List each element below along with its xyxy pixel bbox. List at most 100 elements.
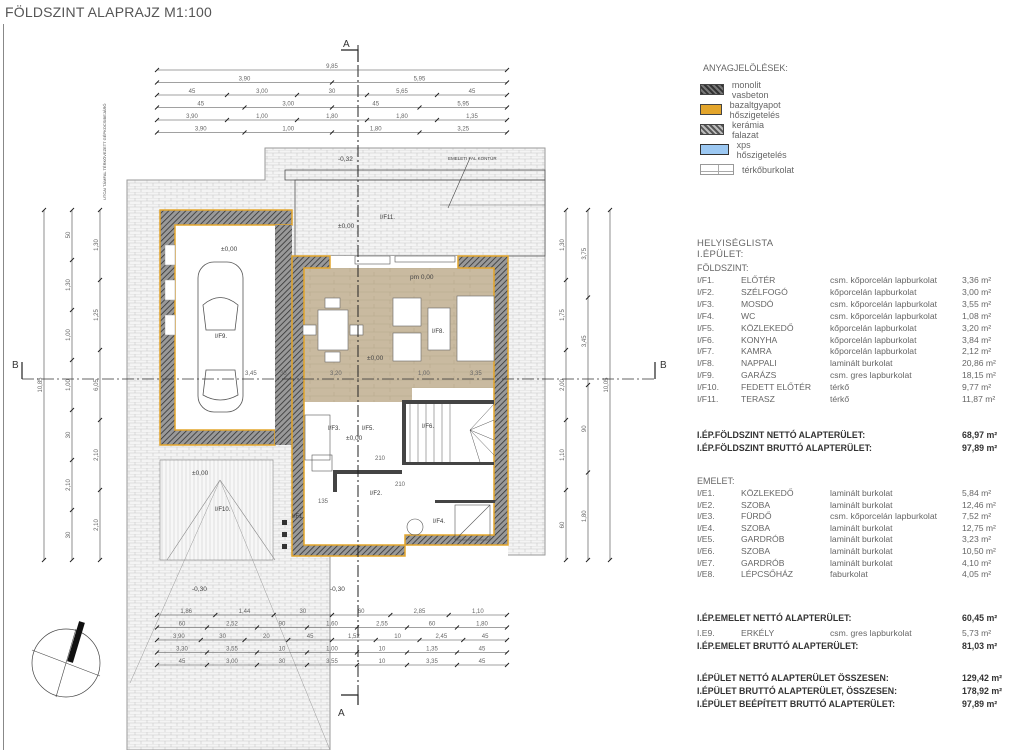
dimension-tick	[154, 625, 160, 630]
dimension-tick	[41, 557, 47, 563]
total-value: 60,45 m²	[962, 613, 998, 623]
room-code: I/E7.	[697, 557, 715, 568]
note-contour: EMELETI FAL KONTÚR	[448, 155, 497, 161]
room-code: I/F4.	[697, 310, 715, 321]
dimension-label: 1,35	[426, 647, 438, 653]
dimension-label: 3,45	[582, 335, 588, 347]
dimension-tick	[417, 105, 422, 110]
room-code: I/E2.	[697, 499, 715, 510]
room-name: KAMRA	[741, 346, 772, 357]
dimension-tick	[242, 130, 247, 135]
room-name: SZOBA	[741, 499, 771, 510]
dimension-tick	[329, 105, 335, 110]
dimension-label: 3,55	[326, 659, 338, 665]
dimension-tick	[154, 92, 160, 98]
total-label: I.ÉPÜLET BEÉPÍTETT BRUTTÓ ALAPTERÜLET:	[697, 699, 896, 709]
dimension-label: 3,00	[282, 102, 294, 108]
level-living-floor: pm 0,00	[410, 274, 434, 281]
north-arrow-icon	[31, 621, 101, 698]
dimension-tick	[364, 92, 370, 98]
stair-icon	[409, 403, 495, 463]
legend-title: ANYAGJELÖLÉSEK:	[703, 63, 788, 73]
section-line-a: A A	[338, 39, 359, 719]
dimension-label: 1,00	[256, 114, 268, 120]
room-code: I/E6.	[697, 546, 715, 556]
dimension-label: 30	[66, 531, 72, 538]
dimension-tick	[354, 625, 360, 630]
dimension-tick	[504, 625, 510, 630]
room-area: 9,77 m²	[962, 382, 992, 393]
interior-dimension-label: 3,20	[330, 371, 342, 377]
frame-border	[3, 24, 4, 750]
dimension-label: 1,80	[370, 127, 382, 133]
level-outside-left: -0,30	[192, 586, 207, 593]
dimension-label: 45	[197, 102, 204, 108]
total-value: 129,42 m²	[962, 673, 1003, 683]
room-code: I/E3.	[697, 511, 715, 522]
dimension-label: 1,00	[66, 329, 72, 341]
dimension-tick	[417, 637, 422, 643]
drawing-title: FÖLDSZINT ALAPRAJZ M1:100	[5, 4, 213, 20]
dimension-label: 10,85	[38, 377, 44, 393]
dimension-tick	[329, 80, 335, 85]
dimension-tick	[585, 557, 591, 563]
dimension-label: 60	[429, 622, 436, 628]
dimension-tick	[154, 105, 160, 110]
dimension-tick	[285, 637, 291, 643]
dimension-label: 3,00	[226, 659, 238, 665]
dimension-tick	[204, 625, 210, 630]
dimension-tick	[585, 470, 591, 475]
total-label: I.ÉPÜLET NETTÓ ALAPTERÜLET ÖSSZESEN:	[697, 673, 889, 683]
dimension-label: 3,90	[186, 114, 198, 120]
dimension-tick	[504, 130, 510, 135]
dimension-tick	[154, 612, 160, 618]
car-icon	[197, 261, 244, 413]
room-code: I/E8.	[697, 569, 715, 580]
room-area: 3,84 m²	[962, 334, 992, 345]
dimension-label: 3,25	[457, 127, 469, 133]
room-area: 18,15 m²	[962, 370, 996, 381]
room-tag-f6: I/F3.	[328, 426, 340, 432]
dimension-label: 45	[482, 634, 489, 640]
legend-item-beton: monolit vasbeton	[700, 80, 779, 100]
room-code: I/F8.	[697, 358, 715, 369]
room-code: I/F6.	[697, 334, 715, 345]
room-finish: csm. gres lapburkolat	[830, 628, 912, 638]
dining-table-icon	[302, 297, 364, 363]
level-entry: ±0,00	[346, 435, 363, 442]
room-area: 4,05 m²	[962, 569, 992, 580]
room-code: I/F3.	[697, 298, 715, 309]
dimension-tick	[585, 382, 591, 388]
dimension-label: 2,10	[94, 449, 100, 461]
room-name: KÖZLEKEDŐ	[741, 322, 794, 333]
dimension-tick	[294, 92, 300, 98]
dimension-tick	[69, 207, 75, 213]
dimension-tick	[97, 277, 103, 283]
dimension-tick	[354, 662, 360, 668]
dimension-tick	[364, 117, 370, 123]
covered-entry-I-F10	[129, 459, 331, 750]
ground-floor-title: FÖLDSZINT:	[697, 263, 749, 273]
dimension-label: 1,44	[239, 609, 251, 615]
steps-icon	[282, 520, 287, 549]
total-label: I.ÉP.EMELET BRUTTÓ ALAPTERÜLET:	[697, 641, 859, 651]
room-code: I/F7.	[697, 346, 715, 357]
room-tag-f8: I/F8.	[432, 329, 444, 335]
dimension-label: 10	[394, 634, 401, 640]
dimension-tick	[154, 67, 160, 73]
sofa-icon	[392, 295, 495, 362]
legend-swatch-beton	[700, 84, 724, 95]
dimension-label: 45	[372, 102, 379, 108]
dimension-tick	[563, 417, 569, 423]
dimension-tick	[69, 357, 75, 363]
room-finish: laminált burkolat	[830, 534, 893, 545]
dimension-tick	[294, 117, 300, 123]
dimension-tick	[212, 612, 218, 618]
dimension-tick	[254, 625, 260, 630]
room-name: GARÁZS	[741, 370, 777, 381]
section-b-label-right: B	[660, 360, 667, 371]
dimension-label: 30	[66, 431, 72, 438]
interior-dimension-label: 1,00	[418, 371, 430, 377]
room-finish: laminált burkolat	[830, 358, 893, 369]
